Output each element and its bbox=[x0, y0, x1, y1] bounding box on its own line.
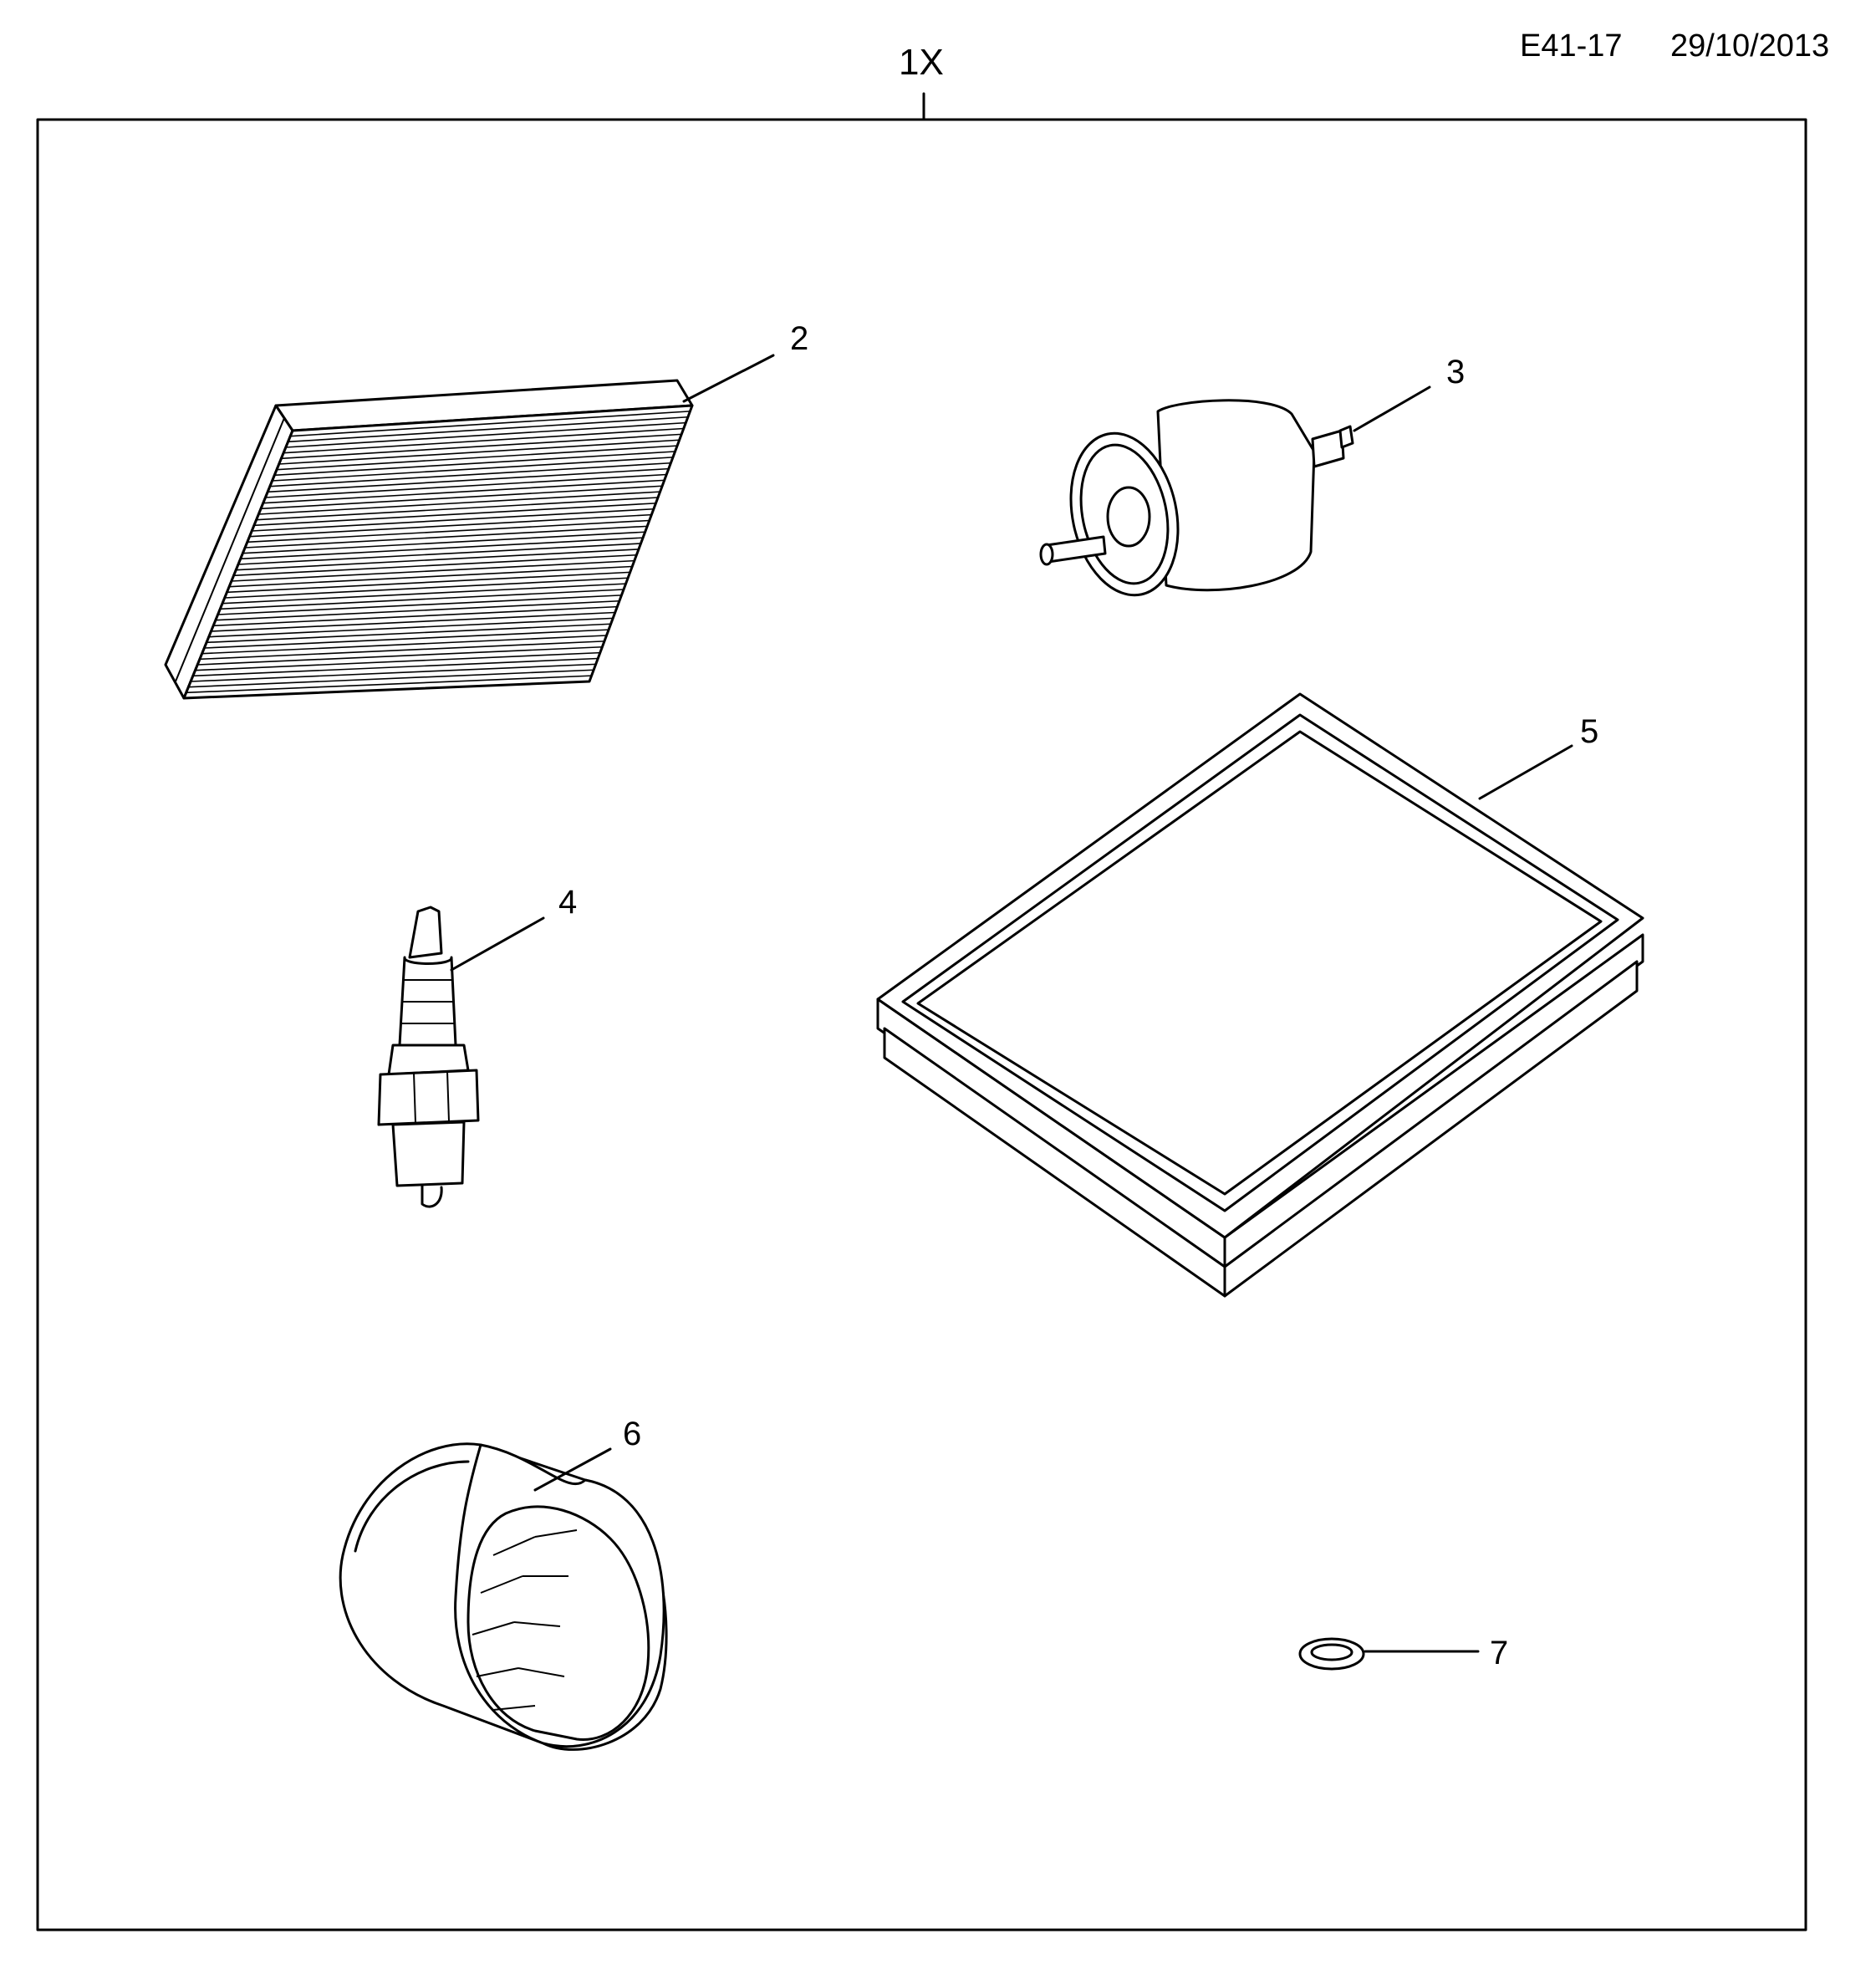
filter-pleat bbox=[197, 646, 603, 666]
filter-pleat bbox=[215, 600, 619, 621]
drain-plug-washer-icon[interactable] bbox=[1298, 1637, 1365, 1671]
air-filter-icon[interactable] bbox=[876, 692, 1644, 1298]
filter-pleat bbox=[201, 635, 607, 655]
callout-2: 2 bbox=[790, 320, 808, 357]
filter-pleat bbox=[204, 629, 609, 649]
filter-pleat bbox=[188, 669, 594, 688]
callout-leader-2 bbox=[682, 354, 775, 403]
kit-frame bbox=[36, 118, 1807, 1932]
filter-pleat bbox=[245, 525, 648, 549]
filter-pleat bbox=[213, 605, 618, 627]
filter-pleat bbox=[227, 571, 630, 594]
callout-4: 4 bbox=[558, 884, 577, 921]
filter-pleat bbox=[191, 663, 596, 682]
filter-pleat bbox=[252, 508, 654, 532]
filter-pleat bbox=[186, 675, 592, 694]
filter-pleat bbox=[224, 577, 629, 599]
filter-pleat bbox=[240, 537, 644, 560]
filter-pleat bbox=[263, 479, 665, 504]
drawing-code: E41-17 bbox=[1520, 28, 1623, 64]
filter-pleat bbox=[247, 519, 650, 543]
filter-pleat bbox=[233, 554, 637, 577]
callout-7: 7 bbox=[1490, 1635, 1508, 1671]
filter-pleat bbox=[206, 623, 611, 644]
filter-pleat bbox=[195, 651, 600, 671]
filter-pleat bbox=[285, 421, 686, 448]
filter-pleat bbox=[236, 549, 639, 571]
callout-leader-4 bbox=[450, 916, 545, 972]
kit-label: 1X bbox=[899, 42, 944, 83]
filter-pleat bbox=[253, 503, 656, 527]
filter-pleat bbox=[269, 462, 671, 487]
filter-pleat bbox=[276, 445, 678, 471]
oil-filter-icon[interactable] bbox=[339, 1442, 668, 1751]
filter-pleat bbox=[258, 491, 660, 515]
callout-5: 5 bbox=[1580, 713, 1598, 750]
filter-pleat bbox=[265, 473, 667, 498]
filter-pleat bbox=[249, 513, 652, 538]
callout-6: 6 bbox=[623, 1416, 641, 1452]
filter-pleat bbox=[288, 416, 688, 443]
filter-pleat bbox=[283, 427, 684, 454]
filter-pleat bbox=[278, 439, 680, 465]
filter-pleat bbox=[211, 611, 615, 632]
filter-pleat bbox=[256, 497, 659, 521]
filter-pleat bbox=[268, 467, 669, 493]
filter-pleat bbox=[237, 543, 641, 565]
filter-pleat bbox=[208, 617, 614, 638]
drawing-date: 29/10/2013 bbox=[1670, 28, 1830, 64]
cabin-filter-icon[interactable] bbox=[164, 379, 694, 700]
callout-leader-5 bbox=[1478, 744, 1573, 800]
spark-plug-icon[interactable] bbox=[377, 906, 480, 1208]
filter-pleat bbox=[274, 451, 675, 477]
filter-pleat bbox=[231, 559, 635, 582]
filter-pleat bbox=[229, 565, 633, 588]
filter-pleat bbox=[217, 595, 622, 615]
filter-pleat bbox=[222, 583, 626, 605]
callout-leader-3 bbox=[1353, 385, 1431, 432]
filter-pleat bbox=[242, 531, 645, 554]
filter-pleat bbox=[192, 657, 599, 677]
filter-pleat bbox=[281, 433, 682, 460]
callout-leader-6 bbox=[533, 1447, 612, 1492]
fuel-filter-icon[interactable] bbox=[1039, 399, 1354, 605]
filter-pleat bbox=[199, 640, 604, 661]
callout-3: 3 bbox=[1446, 354, 1465, 390]
filter-pleat bbox=[272, 457, 673, 482]
filter-pleat bbox=[290, 411, 691, 437]
filter-pleat bbox=[261, 485, 663, 510]
filter-pleat bbox=[220, 589, 624, 610]
